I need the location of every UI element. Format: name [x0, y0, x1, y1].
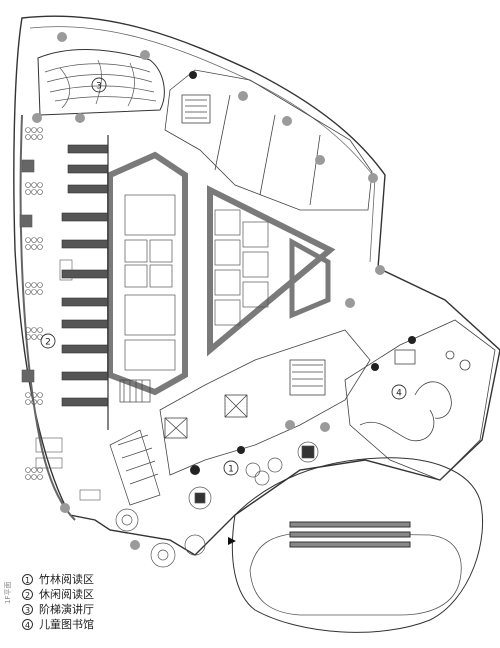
- legend-marker: 3: [22, 604, 33, 615]
- zone-marker-1: 1: [228, 465, 234, 475]
- entrance-arrow: [228, 537, 236, 545]
- zone-markers: [40, 77, 407, 476]
- zone-marker-2: 2: [45, 338, 51, 348]
- legend-item-2: 2 休闲阅读区: [22, 587, 162, 602]
- childrens-library: [344, 319, 496, 481]
- south-rooms: [159, 329, 371, 476]
- perimeter-seats: [19, 127, 101, 501]
- structural-columns: [32, 32, 416, 550]
- legend-item-3: 3 阶梯演讲厅: [22, 602, 162, 617]
- zone-marker-4: 4: [396, 389, 402, 399]
- zone-legend: 1 竹林阅读区 2 休闲阅读区 3 阶梯演讲厅 4 儿童图书馆: [22, 572, 162, 632]
- west-curtain-wall: [19, 114, 76, 521]
- floor-tag: 1F平面: [4, 581, 12, 604]
- legend-item-4: 4 儿童图书馆: [22, 617, 162, 632]
- legend-item-1: 1 竹林阅读区: [22, 572, 162, 587]
- bamboo-reading-seats: [115, 441, 319, 568]
- legend-label: 儿童图书馆: [39, 618, 94, 631]
- legend-marker: 1: [22, 574, 33, 585]
- legend-label: 阶梯演讲厅: [39, 603, 94, 616]
- legend-label: 休闲阅读区: [39, 588, 94, 601]
- central-core: [107, 151, 336, 396]
- legend-marker: 2: [22, 589, 33, 600]
- legend-marker: 4: [22, 619, 33, 630]
- inner-outline: [29, 26, 376, 263]
- zone-marker-3: 3: [96, 82, 102, 92]
- legend-label: 竹林阅读区: [39, 573, 94, 586]
- plaza: [231, 457, 484, 633]
- stair-block: [107, 135, 161, 506]
- reading-desks: [61, 144, 109, 407]
- lecture-hall: [37, 49, 165, 116]
- north-east-wing: [164, 69, 373, 211]
